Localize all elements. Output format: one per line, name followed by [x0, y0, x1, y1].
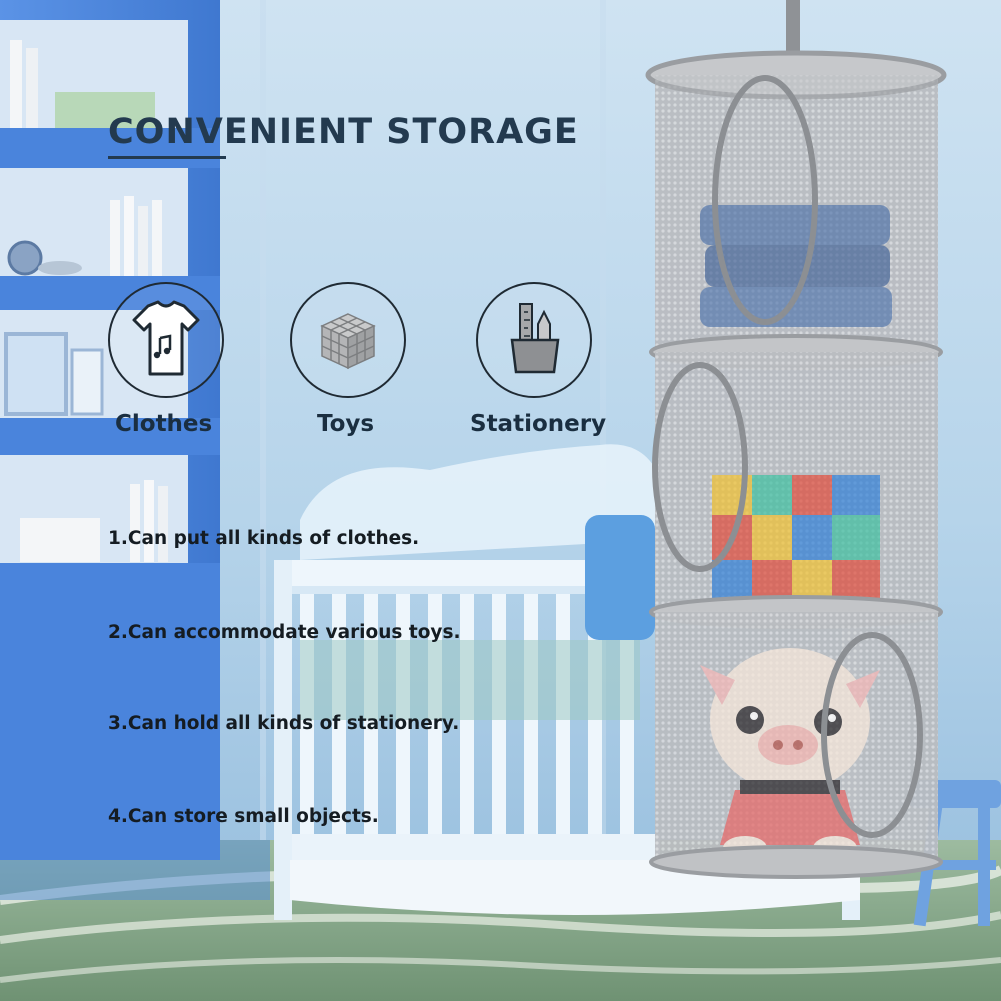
feature-2: 2.Can accommodate various toys.	[108, 622, 461, 643]
feature-4: 4.Can store small objects.	[108, 806, 379, 827]
cube-icon	[320, 313, 376, 370]
toys-category-circle	[290, 282, 406, 398]
headline-underline	[108, 156, 226, 159]
feature-3: 3.Can hold all kinds of stationery.	[108, 713, 460, 734]
clothes-category-circle	[108, 282, 224, 398]
stationery-category-circle	[476, 282, 592, 398]
pen-holder-icon	[510, 303, 560, 374]
headline: CONVENIENT STORAGE	[108, 112, 579, 152]
t-shirt-icon	[132, 300, 200, 376]
feature-1: 1.Can put all kinds of clothes.	[108, 528, 420, 549]
clothes-label: Clothes	[115, 411, 213, 437]
stationery-label: Stationery	[470, 411, 607, 437]
toys-label: Toys	[317, 411, 375, 437]
